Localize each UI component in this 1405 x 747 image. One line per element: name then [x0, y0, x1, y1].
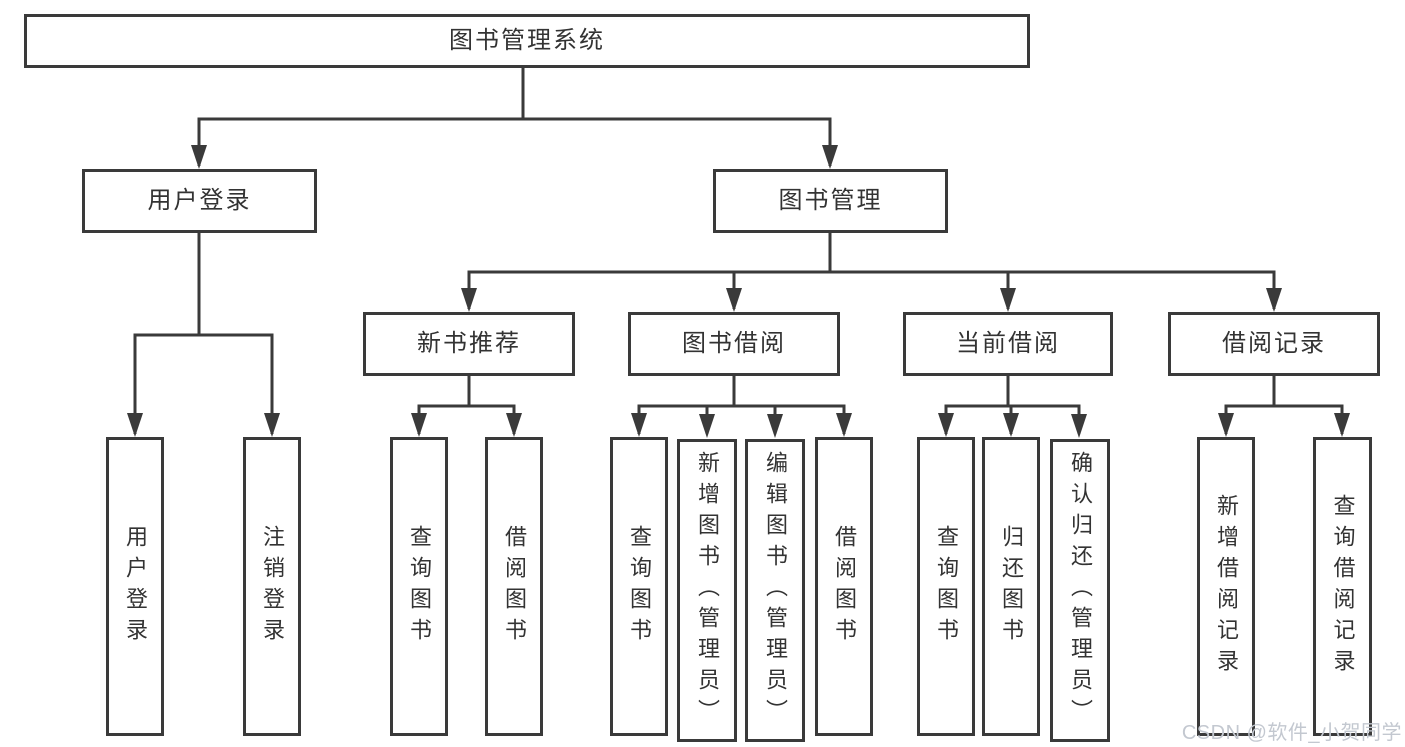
- leaf-return-book: 归还图书: [982, 437, 1040, 736]
- arrow-leaf-e0: [1218, 413, 1234, 437]
- connector-login-branch: [133, 333, 274, 434]
- arrow-to-user-login: [191, 145, 207, 169]
- node-new-book-recommend: 新书推荐: [363, 312, 575, 376]
- arrow-leaf-c3: [836, 413, 852, 437]
- arrow-leaf-b1: [506, 413, 522, 437]
- connector-records-branch: [1224, 404, 1344, 434]
- node-book-management-label: 图书管理: [778, 187, 883, 214]
- leaf-query-borrow-record-label: 查询借阅记录: [1330, 493, 1356, 680]
- leaf-confirm-return-admin: 确认归还（管理员）: [1050, 439, 1110, 742]
- leaf-confirm-return-admin-label: 确认归还（管理员）: [1068, 451, 1093, 730]
- leaf-user-login-label: 用户登录: [123, 524, 148, 649]
- node-system-root-label: 图书管理系统: [449, 27, 605, 54]
- leaf-logout-label: 注销登录: [260, 524, 285, 649]
- connector-borrowing-branch: [637, 404, 846, 434]
- leaf-borrow-books: 借阅图书: [815, 437, 873, 736]
- node-user-login-label: 用户登录: [147, 187, 252, 214]
- leaf-edit-book-admin: 编辑图书（管理员）: [745, 439, 805, 742]
- leaf-add-borrow-record: 新增借阅记录: [1197, 437, 1255, 736]
- leaf-borrow-books-label: 借阅图书: [832, 524, 857, 649]
- leaf-borrow-books-recommend: 借阅图书: [485, 437, 543, 736]
- leaf-add-book-admin: 新增图书（管理员）: [677, 439, 737, 742]
- arrow-to-current: [1000, 288, 1016, 312]
- leaf-query-books-current-label: 查询图书: [934, 524, 959, 649]
- leaf-return-book-label: 归还图书: [999, 524, 1024, 649]
- connector-mgmt-branch: [467, 270, 1276, 309]
- arrow-to-book-mgmt: [822, 145, 838, 169]
- arrow-to-records: [1266, 288, 1282, 312]
- csdn-watermark: CSDN @软件_小贺同学: [1181, 722, 1402, 744]
- arrow-leaf-a0: [127, 413, 143, 437]
- leaf-edit-book-admin-label: 编辑图书（管理员）: [763, 451, 788, 730]
- arrow-leaf-d0: [938, 413, 954, 437]
- arrow-to-borrowing: [726, 288, 742, 312]
- arrow-leaf-b0: [411, 413, 427, 437]
- node-user-login: 用户登录: [82, 169, 317, 233]
- arrow-leaf-e1: [1334, 413, 1350, 437]
- arrowheads: [127, 145, 1350, 438]
- node-borrow-records-label: 借阅记录: [1222, 330, 1326, 357]
- leaf-add-borrow-record-label: 新增借阅记录: [1214, 493, 1239, 680]
- leaf-add-book-admin-label: 新增图书（管理员）: [695, 451, 720, 730]
- connector-level2-branch: [197, 117, 832, 166]
- leaf-borrow-books-recommend-label: 借阅图书: [502, 524, 527, 649]
- leaf-query-books-borrowing: 查询图书: [610, 437, 668, 736]
- node-current-borrowing: 当前借阅: [903, 312, 1113, 376]
- arrow-leaf-d1: [1003, 413, 1019, 437]
- node-system-root: 图书管理系统: [24, 14, 1030, 68]
- leaf-query-books-current: 查询图书: [917, 437, 975, 736]
- leaf-query-books-recommend-label: 查询图书: [407, 524, 432, 649]
- arrow-leaf-c1: [699, 414, 715, 438]
- leaf-query-borrow-record: 查询借阅记录: [1313, 437, 1372, 736]
- arrow-to-recommend: [461, 288, 477, 312]
- leaf-query-books-borrowing-label: 查询图书: [627, 524, 652, 649]
- node-borrow-records: 借阅记录: [1168, 312, 1380, 376]
- leaf-logout: 注销登录: [243, 437, 301, 736]
- arrow-leaf-a1: [264, 413, 280, 437]
- node-new-book-recommend-label: 新书推荐: [417, 330, 521, 357]
- node-book-borrowing: 图书借阅: [628, 312, 840, 376]
- connector-recommend-branch: [417, 404, 516, 434]
- leaf-user-login: 用户登录: [106, 437, 164, 736]
- node-book-borrowing-label: 图书借阅: [682, 330, 786, 357]
- leaf-query-books-recommend: 查询图书: [390, 437, 448, 736]
- arrow-leaf-c0: [631, 413, 647, 437]
- node-book-management: 图书管理: [713, 169, 948, 233]
- node-current-borrowing-label: 当前借阅: [956, 330, 1060, 357]
- connector-shafts: [133, 68, 1344, 434]
- arrow-leaf-d2: [1071, 414, 1087, 438]
- arrow-leaf-c2: [767, 414, 783, 438]
